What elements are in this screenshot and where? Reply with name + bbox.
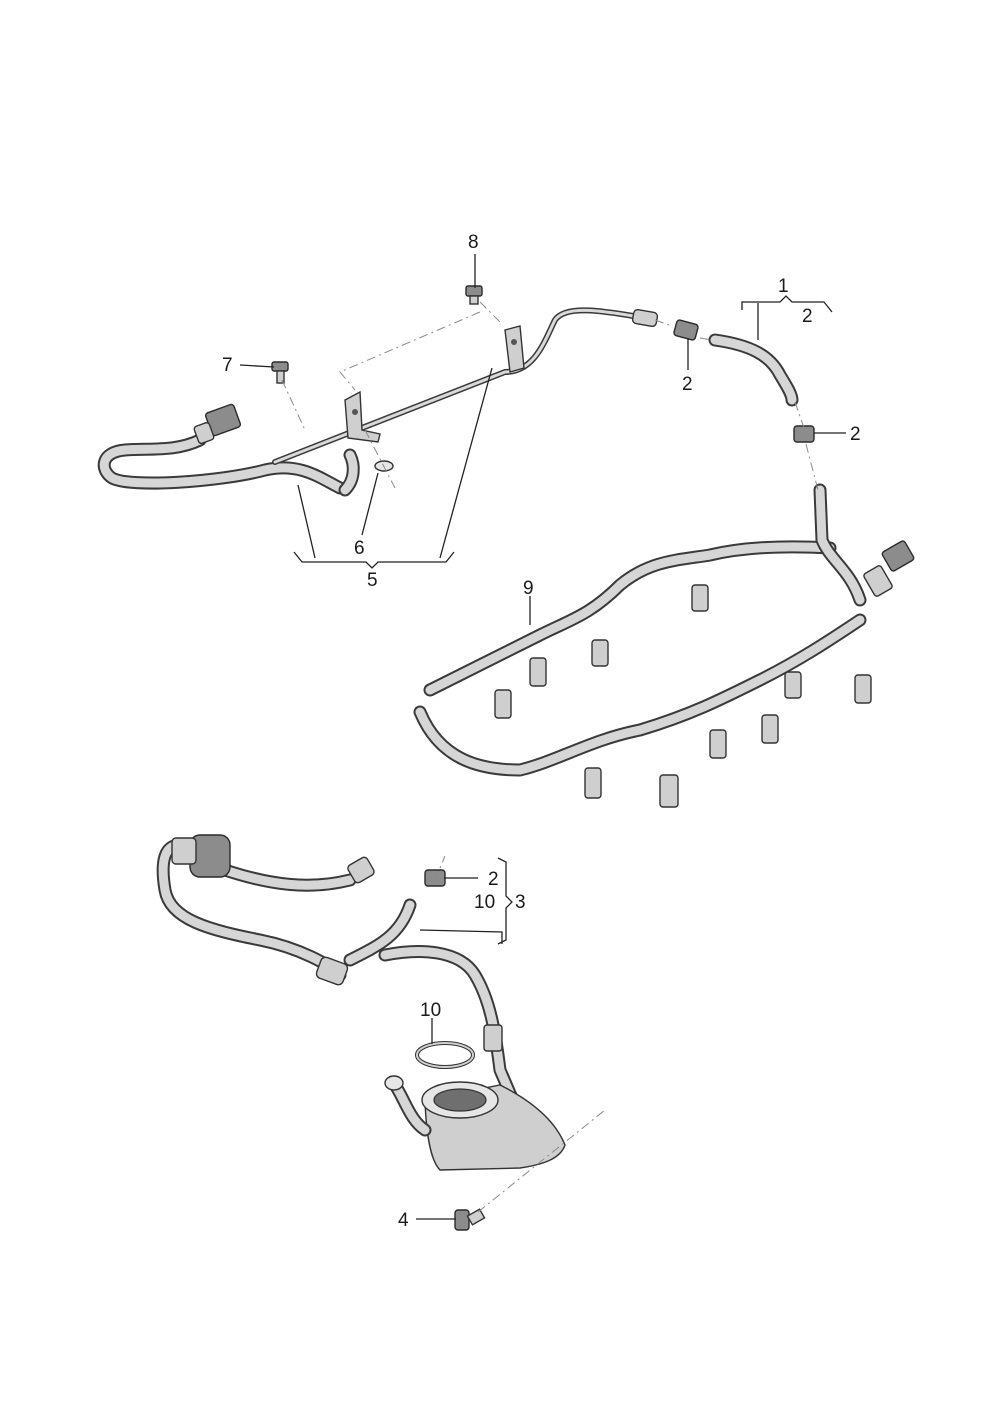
callout-4: 4: [398, 1210, 409, 1231]
callout-2-clamp-right: 2: [850, 424, 861, 445]
fuel-rail: [413, 483, 915, 808]
bolt-4-icon: [454, 1208, 486, 1231]
callout-2-clamp-top: 2: [682, 374, 693, 395]
callout-7: 7: [222, 355, 233, 376]
bolt-8-icon: [465, 285, 483, 305]
callout-1: 1: [778, 276, 789, 297]
pump-housing: [384, 1075, 566, 1171]
callout-3: 3: [515, 892, 526, 913]
callout-9: 9: [523, 578, 534, 599]
callouts: 8 7 1 2 2 2 6 5 9 2 10 3 10 4: [222, 232, 861, 1231]
callout-2-bracket: 2: [802, 306, 813, 327]
callout-6: 6: [354, 538, 365, 559]
leader-lines: [239, 254, 846, 1220]
callout-5: 5: [367, 570, 378, 591]
short-hose: [708, 333, 799, 407]
connector-icon: [881, 540, 915, 572]
upper-fuel-line-assembly: [97, 307, 659, 497]
bolt-7-icon: [271, 361, 289, 384]
callout-10-bracket: 10: [474, 892, 495, 913]
callout-8: 8: [468, 232, 479, 253]
assembly-lines: [281, 301, 819, 1213]
clamp-top-icon: [673, 319, 699, 341]
clamp-right-icon: [793, 425, 815, 443]
feed-line: [156, 834, 522, 1112]
clamp-lower-icon: [424, 869, 446, 887]
callout-2-clamp-lower: 2: [488, 869, 499, 890]
callout-10-ring: 10: [420, 1000, 441, 1021]
bracket-icon: [344, 390, 381, 443]
